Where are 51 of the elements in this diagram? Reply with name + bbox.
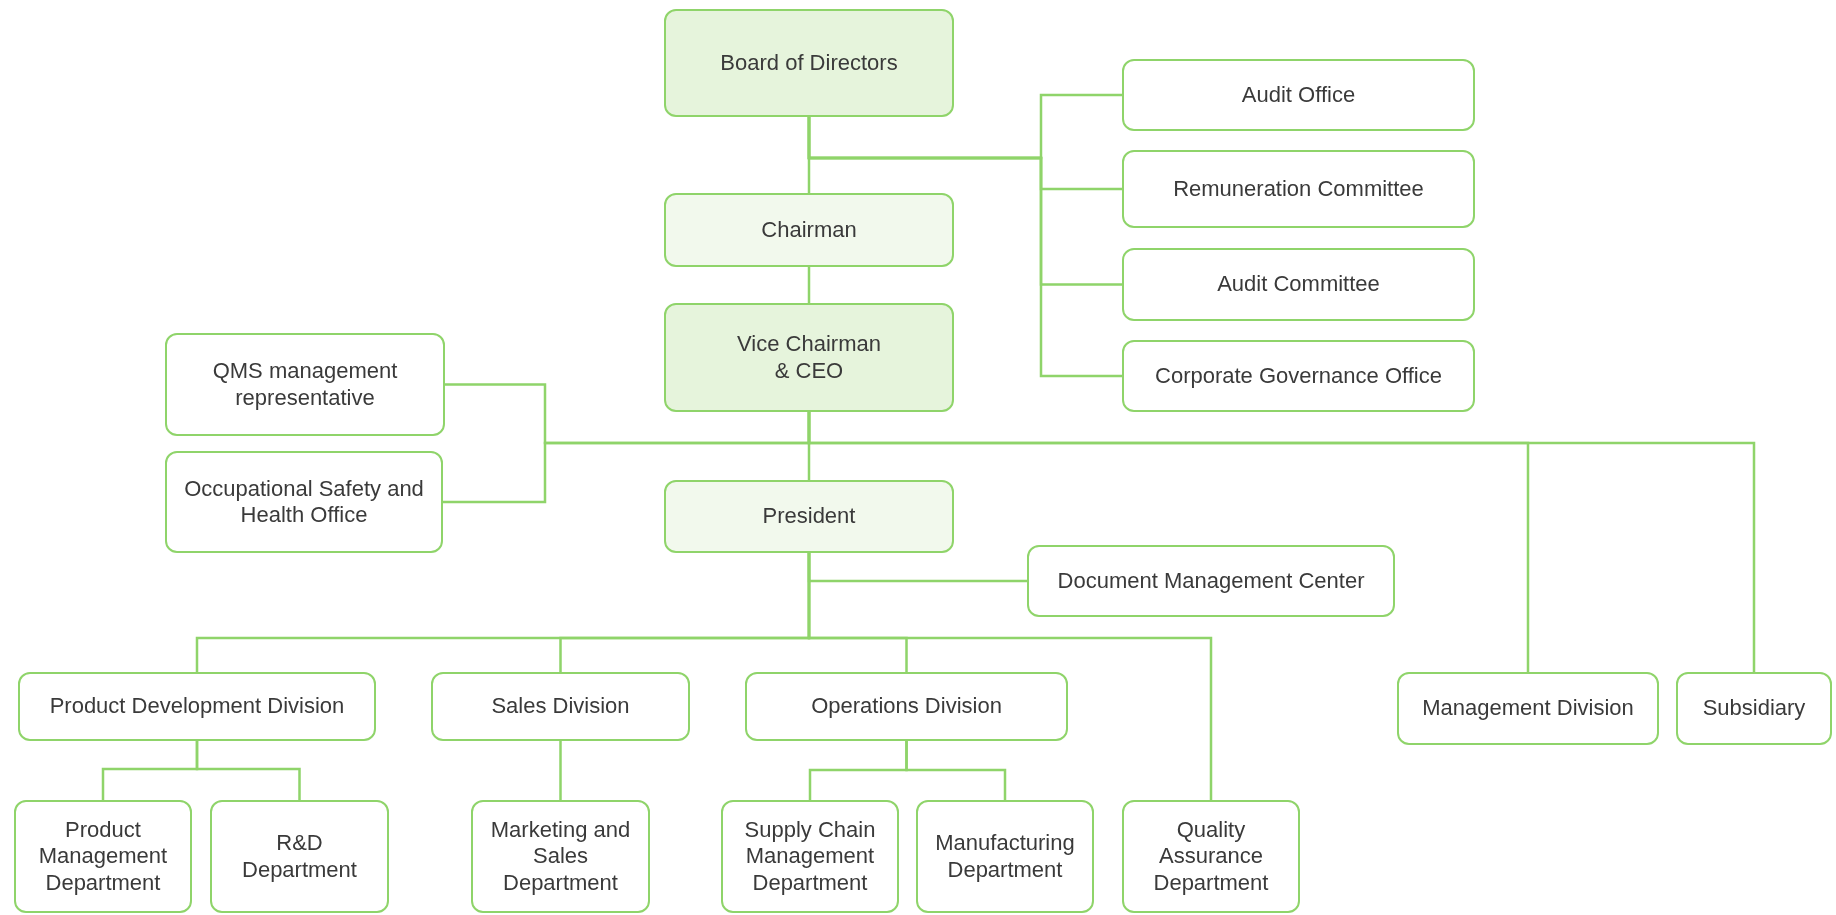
connector-line [807,553,1213,800]
org-box [721,800,899,913]
box-label: Document Management Center [1057,567,1365,595]
box-label: Management Division [1422,695,1634,722]
org-box [664,480,954,553]
connector-line [559,741,562,800]
box-label: Product Management Department [37,816,169,897]
org-box [664,9,954,117]
connector-line [807,267,811,303]
box-label: Quality Assurance Department [1152,816,1270,897]
org-box [210,800,389,913]
connector-line [195,741,301,800]
org-box [1122,800,1300,913]
box-label: President [762,503,856,530]
org-box [664,193,954,267]
org-box [1122,248,1475,321]
org-box [1027,545,1395,617]
org-box [165,451,443,553]
org-box [431,672,690,741]
org-box [1122,150,1475,228]
box-label: Remuneration Committee [1173,175,1424,203]
box-label: Vice Chairman & CEO [736,331,882,384]
box-label: Sales Division [491,693,630,720]
org-box [471,800,650,913]
box-label: Occupational Safety and Health Office [184,475,424,529]
box-label: Audit Office [1241,81,1356,109]
org-box [165,333,445,436]
org-box [745,672,1068,741]
org-box [1122,59,1475,131]
connector-line [807,117,1122,378]
connector-line [807,412,1756,672]
box-label: Marketing and Sales Department [489,816,632,897]
box-label: Board of Directors [720,49,898,77]
org-box [1676,672,1832,745]
box-label: Supply Chain Management Department [743,816,877,897]
org-box [1397,672,1659,745]
box-label: R&D Department [241,830,358,883]
box-label: Product Development Division [49,693,345,720]
box-label: Subsidiary [1702,695,1806,722]
org-box [1122,340,1475,412]
org-box [18,672,376,741]
box-label: Chairman [761,216,857,244]
box-label: Operations Division [811,693,1002,720]
org-box [916,800,1094,913]
box-label: Manufacturing Department [934,830,1076,883]
org-box [664,303,954,412]
box-label: Corporate Governance Office [1155,362,1442,390]
box-label: QMS management representative [211,358,399,411]
org-box [14,800,192,913]
connector-line [905,741,1007,800]
box-label: Audit Committee [1217,271,1380,298]
